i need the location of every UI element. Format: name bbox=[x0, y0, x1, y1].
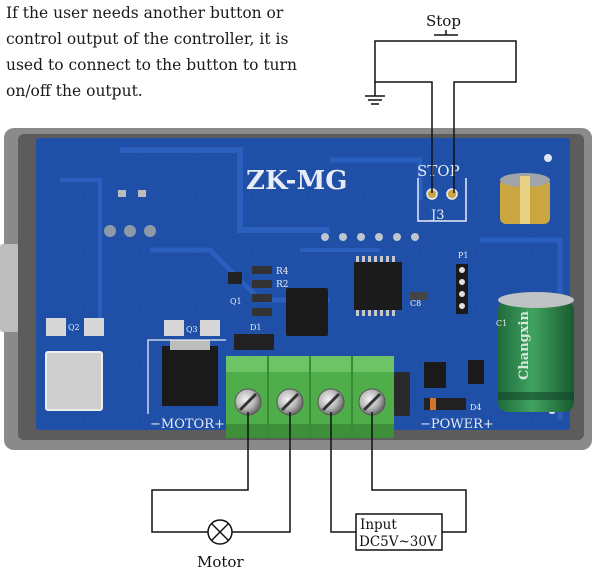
stop-header-label: STOP bbox=[417, 162, 460, 180]
q1-transistor bbox=[228, 272, 242, 284]
fuse bbox=[394, 372, 410, 416]
capacitor-brand-label: Changxin bbox=[517, 311, 532, 380]
board-model-label: ZK-MG bbox=[246, 166, 347, 196]
stop-wiring bbox=[374, 40, 517, 193]
q3-label: Q3 bbox=[186, 325, 198, 334]
motor-label: Motor bbox=[197, 553, 244, 571]
p1-header bbox=[456, 264, 468, 314]
description-line-3: used to connect to the button to turn bbox=[6, 56, 297, 74]
power-silk-label: −POWER+ bbox=[420, 417, 494, 432]
q2-pad bbox=[46, 318, 66, 336]
c1-label: C1 bbox=[496, 319, 507, 328]
input-wiring bbox=[330, 412, 467, 533]
input-box bbox=[355, 513, 443, 551]
q3-pad-2 bbox=[200, 320, 220, 336]
p1-label: P1 bbox=[458, 251, 468, 260]
stop-pin-2 bbox=[446, 188, 458, 200]
c8-capacitor bbox=[410, 292, 428, 300]
r4-label: R4 bbox=[276, 267, 289, 277]
inductor bbox=[45, 351, 103, 411]
motor-wiring bbox=[151, 412, 291, 533]
r2-label: R2 bbox=[276, 280, 289, 290]
terminal-screw-3 bbox=[317, 388, 345, 416]
description-line-1: If the user needs another button or bbox=[6, 4, 284, 22]
motor-silk-outline bbox=[147, 339, 226, 414]
q2-label: Q2 bbox=[68, 323, 80, 332]
q2-pad-2 bbox=[84, 318, 104, 336]
small-capacitor bbox=[500, 173, 550, 224]
mosfet-chip bbox=[286, 288, 328, 336]
terminal-block bbox=[226, 356, 394, 438]
motor-silk-label: −MOTOR+ bbox=[150, 417, 225, 432]
voltage-regulator bbox=[162, 346, 218, 406]
description-line-4: on/off the output. bbox=[6, 82, 143, 100]
terminal-screw-2 bbox=[276, 388, 304, 416]
large-capacitor: Changxin bbox=[498, 292, 574, 412]
stop-header-outline bbox=[417, 178, 467, 222]
stop-switch-icon bbox=[430, 30, 462, 42]
d4-band bbox=[430, 398, 436, 410]
c8-label: C8 bbox=[410, 299, 421, 308]
q1-label: Q1 bbox=[230, 297, 242, 306]
terminal-screw-4 bbox=[358, 388, 386, 416]
smd-resistors bbox=[252, 266, 272, 316]
power-transistor bbox=[424, 362, 446, 388]
ground-icon bbox=[365, 95, 385, 105]
description-text: If the user needs another button or cont… bbox=[6, 0, 336, 104]
regulator-tab bbox=[170, 340, 210, 350]
motor-lamp-icon bbox=[207, 519, 233, 545]
smd-part bbox=[468, 360, 484, 384]
d1-diode bbox=[234, 334, 274, 350]
connector-j3-label: J3 bbox=[429, 208, 444, 223]
terminal-screw-1 bbox=[234, 388, 262, 416]
stop-label: Stop bbox=[426, 12, 461, 30]
q3-pad bbox=[164, 320, 184, 336]
input-title: Input bbox=[360, 517, 397, 533]
d1-label: D1 bbox=[250, 323, 262, 332]
description-line-2: control output of the controller, it is bbox=[6, 30, 289, 48]
resistor-pads bbox=[104, 190, 419, 241]
d4-label: D4 bbox=[470, 403, 482, 412]
input-range: DC5V~30V bbox=[359, 534, 437, 550]
ic-chip bbox=[354, 256, 402, 316]
